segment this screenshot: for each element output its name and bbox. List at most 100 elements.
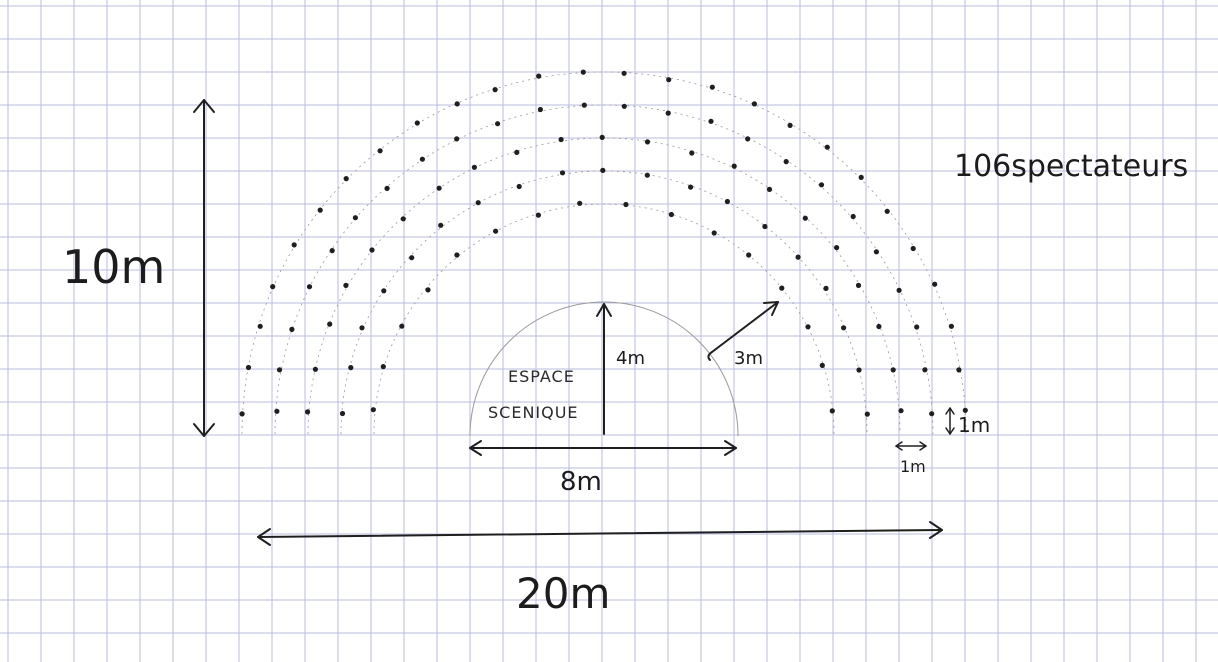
spectator-seat <box>400 216 406 222</box>
spectator-seat <box>841 325 847 331</box>
spectator-seat <box>910 245 916 252</box>
spectator-seat <box>896 287 902 293</box>
spectator-seat <box>779 285 785 291</box>
spectator-seat <box>359 325 365 331</box>
spectator-seat <box>514 149 520 155</box>
spectator-seat <box>291 242 297 248</box>
spectator-seat <box>348 365 354 371</box>
row-spacing-label: 1m <box>958 413 990 437</box>
spectator-seat <box>644 172 650 178</box>
seat-spacing-marker <box>895 441 927 451</box>
spectator-seat <box>343 282 349 288</box>
spectator-seat <box>787 122 793 128</box>
spectator-seat <box>581 102 587 108</box>
spectator-seat <box>245 364 252 371</box>
spectator-seat <box>665 110 671 116</box>
spectator-seat <box>858 174 864 180</box>
spectator-seat <box>864 411 870 417</box>
spectator-seat <box>746 252 752 258</box>
spectator-seat <box>493 228 499 234</box>
spectator-seat <box>471 164 477 170</box>
spectator-seat <box>312 366 318 372</box>
spectator-seat <box>495 121 501 127</box>
spectator-seat <box>689 150 695 156</box>
spectator-seat <box>948 323 955 329</box>
spectator-seat <box>850 213 856 220</box>
stage-height-arrow <box>596 303 612 435</box>
spectator-seat <box>855 282 862 288</box>
spectator-seat <box>668 211 675 218</box>
spectator-seat <box>956 367 962 373</box>
spectator-seat <box>600 167 606 173</box>
stage-height-label: 4m <box>616 348 645 369</box>
spectator-seat <box>623 201 629 208</box>
spectator-seat <box>317 207 323 213</box>
spectator-seats <box>239 69 968 417</box>
spectator-seat <box>708 118 714 124</box>
spectator-seat <box>898 408 904 414</box>
stage-label-line1: ESPACE <box>508 367 575 386</box>
spectator-seat <box>709 84 715 90</box>
ring-depth-arrow <box>707 301 779 361</box>
spectator-seat <box>731 163 737 169</box>
spectator-seat <box>577 200 583 206</box>
stage-width-arrow <box>469 440 737 456</box>
spectator-seat <box>884 208 890 214</box>
stage-label-line2: SCENIQUE <box>488 403 579 422</box>
spectator-seat <box>436 185 442 191</box>
row-guide-arc <box>340 170 868 435</box>
spectator-seat <box>339 410 346 417</box>
row-guide-arc <box>373 203 835 435</box>
total-height-arrow <box>193 99 215 437</box>
spectator-seat <box>276 367 283 373</box>
spectator-seat <box>962 407 968 413</box>
spectator-seat <box>289 326 295 332</box>
spectator-seat <box>438 222 444 228</box>
row-spacing-marker <box>945 407 955 435</box>
total-width-arrow <box>257 521 943 546</box>
stage-semicircle <box>469 301 739 437</box>
spectator-seat <box>890 367 896 373</box>
spectator-seat <box>621 70 627 76</box>
height-label: 10m <box>62 240 165 294</box>
spectator-seat <box>377 148 383 154</box>
width-label: 20m <box>516 569 610 618</box>
spectator-seat <box>932 281 938 287</box>
spectator-seat <box>384 185 390 191</box>
spectator-seat <box>802 215 808 221</box>
spectator-seat <box>929 411 935 417</box>
ring-depth-label: 3m <box>734 348 763 369</box>
spectator-seat <box>922 367 928 373</box>
spectator-seat <box>306 284 313 290</box>
spectator-seat <box>621 103 627 109</box>
spectator-seat <box>274 408 280 414</box>
spectator-seat <box>666 77 672 83</box>
spectator-seat <box>343 176 349 182</box>
spectator-seat <box>783 159 789 165</box>
spectator-seat <box>399 323 405 329</box>
spectator-seat <box>914 324 920 330</box>
spectator-seat <box>688 184 694 190</box>
spectator-seat <box>558 136 564 143</box>
spectator-seat <box>829 408 835 414</box>
spectator-seat <box>475 200 481 206</box>
spectator-seat <box>454 101 460 107</box>
spectator-seat <box>824 144 830 150</box>
spectator-seat <box>414 120 420 126</box>
spectator-seat <box>873 249 880 255</box>
spectator-seat <box>856 367 862 373</box>
spectator-seat <box>425 287 431 293</box>
spectator-seat <box>327 321 333 327</box>
spectator-seat <box>380 364 386 370</box>
spectator-seat <box>381 288 387 294</box>
spectator-seat <box>766 186 773 192</box>
spectator-seat <box>409 255 415 261</box>
spectator-seat <box>834 245 840 251</box>
spectator-seat <box>370 407 376 413</box>
row-guide-arc <box>274 104 934 435</box>
spectator-seat <box>537 106 544 113</box>
spectator-seat <box>270 284 276 290</box>
